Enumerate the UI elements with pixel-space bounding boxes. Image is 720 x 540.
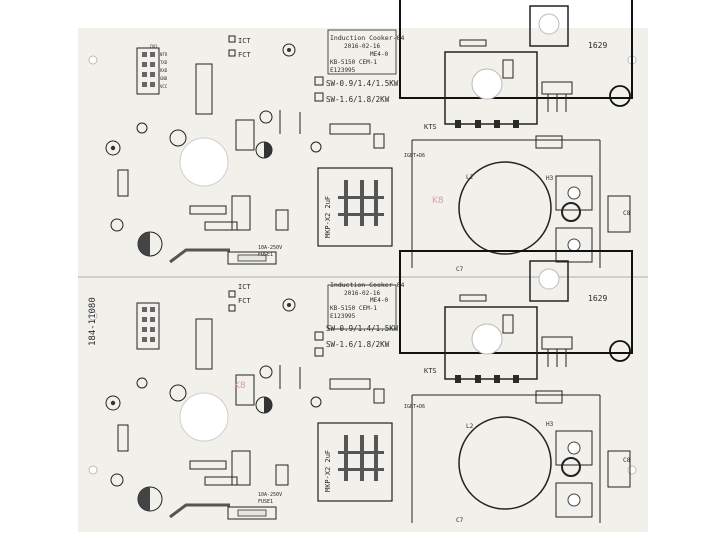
board-model: KB-5150 CEM-1 bbox=[330, 305, 377, 312]
board-model: KB-5150 CEM-1 bbox=[330, 59, 377, 66]
kts-label: KTS bbox=[424, 367, 437, 375]
board-number: E123995 bbox=[330, 67, 356, 74]
pin-label: TXD bbox=[160, 60, 168, 65]
igbt-label: IGBT+D6 bbox=[404, 153, 425, 159]
k8-mark: K8 bbox=[234, 381, 246, 391]
connector-pin-labels: CN1 NTR TXD RXD GND VCC bbox=[150, 44, 168, 89]
panel-top-labels: Induction Cooker-04 2016-02-16 ME4-0 KB-… bbox=[238, 34, 631, 273]
board-code: ME4-0 bbox=[370, 51, 388, 58]
fuse-name: FUSE1 bbox=[258, 252, 273, 258]
board-title: Induction Cooker-04 bbox=[330, 34, 404, 42]
ict-label: ICT bbox=[238, 283, 251, 291]
cap-label: MKP-X2 2uF bbox=[324, 196, 332, 238]
h3-label: H3 bbox=[546, 421, 554, 428]
c7-label: C7 bbox=[456, 517, 464, 524]
panel-bottom-labels: Induction Cooker-04 2016-02-16 ME4-0 KB-… bbox=[234, 281, 631, 524]
fuse-name: FUSE1 bbox=[258, 499, 273, 505]
switch-label-b: SW-1.6/1.8/2KW bbox=[326, 95, 390, 104]
pin-label: NTR bbox=[160, 52, 168, 57]
pin-label: VCC bbox=[160, 84, 168, 89]
switch-label-b: SW-1.6/1.8/2KW bbox=[326, 340, 390, 349]
c8-label: C8 bbox=[623, 457, 631, 464]
board-date: 2016-02-16 bbox=[344, 290, 381, 297]
igbt-label: IGBT+D6 bbox=[404, 404, 425, 410]
pin-label: CN1 bbox=[150, 44, 158, 49]
pin-label: RXD bbox=[160, 68, 168, 73]
fuse-label: 10A-250V bbox=[258, 245, 282, 251]
ict-label: ICT bbox=[238, 37, 251, 45]
cap-label: MKP-X2 2uF bbox=[324, 450, 332, 492]
board-date: 2016-02-16 bbox=[344, 43, 381, 50]
switch-label-a: SW-0.9/1.4/1.5KW bbox=[326, 79, 399, 88]
l2-label: L2 bbox=[466, 174, 474, 181]
kts-label: KTS bbox=[424, 123, 437, 131]
switch-label-a: SW-0.9/1.4/1.5KW bbox=[326, 324, 399, 333]
board-title: Induction Cooker-04 bbox=[330, 281, 404, 289]
c8-label: C8 bbox=[623, 210, 631, 217]
l2-label: L2 bbox=[466, 423, 474, 430]
fuse-label: 10A-250V bbox=[258, 492, 282, 498]
board-number: E123995 bbox=[330, 313, 356, 320]
k8-mark: K8 bbox=[432, 196, 444, 206]
h3-label: H3 bbox=[546, 175, 554, 182]
side-label: 184-11080 bbox=[88, 297, 98, 346]
corner-id: 1629 bbox=[588, 41, 607, 50]
c7-label: C7 bbox=[456, 266, 464, 273]
pin-label: GND bbox=[160, 76, 168, 81]
fct-label: FCT bbox=[238, 51, 251, 59]
corner-id: 1629 bbox=[588, 294, 607, 303]
fct-label: FCT bbox=[238, 297, 251, 305]
board-code: ME4-0 bbox=[370, 297, 388, 304]
